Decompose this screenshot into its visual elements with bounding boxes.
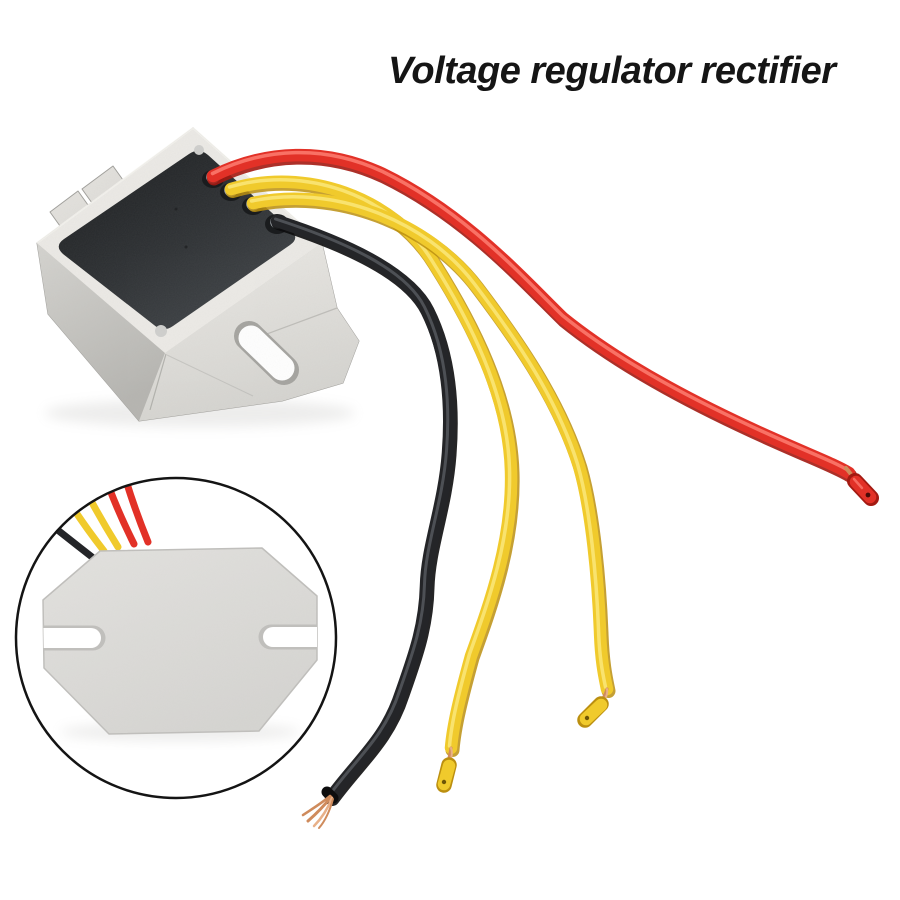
copper-strand: [306, 795, 333, 823]
wires: [206, 148, 879, 829]
copper-strand: [312, 796, 334, 828]
inset-detail-circle: [14, 476, 338, 800]
regulator-unit: [36, 127, 360, 422]
red-wire-end-cap: [847, 473, 879, 506]
page-title: Voltage regulator rectifier: [388, 50, 836, 92]
black-wire-bare-copper: [301, 786, 339, 829]
yellow-wire-2: [246, 192, 616, 728]
inset-red-wire: [110, 479, 152, 546]
yellow-wire-2-end-cap: [577, 696, 609, 728]
inset-circle-border: [14, 476, 338, 800]
yellow-wire-1-end-cap: [436, 757, 457, 793]
metal-grain-texture: [37, 128, 359, 421]
red-wire: [206, 148, 879, 506]
copper-strand: [318, 798, 334, 829]
yellow-wire-1: [224, 175, 520, 793]
unit-shadow: [45, 399, 355, 427]
black-wire: [270, 214, 458, 829]
copper-strand: [301, 794, 332, 817]
